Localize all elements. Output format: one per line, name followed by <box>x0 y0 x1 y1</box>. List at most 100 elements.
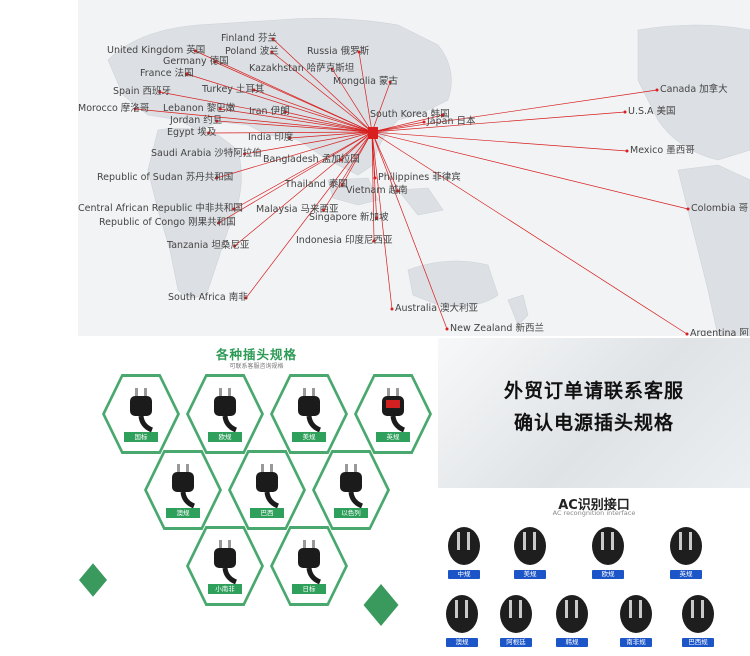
route-endpoint <box>233 244 237 248</box>
country-label: Vietnam 越南 <box>346 185 408 196</box>
plug-type-label: 以色列 <box>334 508 368 518</box>
ac-plug-label: 巴西规 <box>682 638 714 647</box>
route-line <box>371 131 399 192</box>
ac-plug-item: 韩规 <box>550 592 594 647</box>
route-endpoint <box>252 88 256 92</box>
plug-type-label: 澳规 <box>166 508 200 518</box>
ac-plug-item: 中规 <box>442 524 486 579</box>
country-label: Philippines 菲律宾 <box>378 172 461 183</box>
route-endpoint <box>271 37 275 41</box>
ac-plug-icon <box>592 527 624 565</box>
plug-type-label: 欧规 <box>208 432 242 442</box>
country-label: Australia 澳大利亚 <box>395 303 479 314</box>
route-endpoint <box>357 50 361 54</box>
route-endpoint <box>133 107 137 111</box>
ac-plug-icon <box>514 527 546 565</box>
plug-type-label: 日标 <box>292 584 326 594</box>
route-line <box>371 114 443 133</box>
route-endpoint <box>217 221 221 225</box>
route-line <box>371 131 377 219</box>
route-line <box>371 81 391 133</box>
route-endpoint <box>373 176 377 180</box>
route-line <box>186 73 373 133</box>
ac-subtitle: AC recongnition interface <box>552 509 636 517</box>
route-endpoint <box>396 189 400 193</box>
country-label: Turkey 土耳其 <box>202 84 265 95</box>
ac-plug-label: 欧规 <box>592 570 624 579</box>
route-line <box>341 131 373 186</box>
contact-line-1: 外贸订单请联系客服 <box>503 380 684 402</box>
route-line <box>371 131 688 335</box>
ac-plug-label: 南非规 <box>620 638 652 647</box>
route-endpoint <box>625 149 629 153</box>
plug-hexagon: 国标 <box>102 374 180 454</box>
power-plug-icon <box>124 386 160 436</box>
plug-type-label: 小南非 <box>208 584 242 594</box>
ac-interface-card: AC识别接口 AC recongnition interface 中规 美规 欧… <box>438 488 750 656</box>
power-plug-icon <box>292 386 328 436</box>
ac-plug-item: 欧规 <box>586 524 630 579</box>
route-line <box>323 131 373 211</box>
country-label: United Kingdom 英国 <box>107 45 206 56</box>
route-endpoint <box>288 136 292 140</box>
ac-plug-item: 巴西规 <box>676 592 720 647</box>
ac-plug-item: 美规 <box>508 524 552 579</box>
ac-plug-icon <box>670 527 702 565</box>
route-endpoint <box>215 119 219 123</box>
ac-plug-item: 南非规 <box>614 592 658 647</box>
route-line <box>245 131 373 299</box>
ac-plug-icon <box>446 595 478 633</box>
route-line <box>135 108 373 133</box>
route-line <box>371 121 425 133</box>
country-label: France 法国 <box>140 68 194 79</box>
country-label: Colombia 哥 <box>691 203 749 214</box>
country-label: Bangladesh 孟加拉国 <box>263 154 360 165</box>
ac-title: AC识别接口 <box>558 498 630 513</box>
route-line <box>208 131 373 134</box>
country-label: South Africa 南非 <box>168 292 248 303</box>
power-plug-icon <box>376 386 412 436</box>
route-endpoint <box>445 327 449 331</box>
country-label: Japan 日本 <box>427 116 476 127</box>
route-line <box>272 38 373 133</box>
route-endpoint <box>390 307 394 311</box>
route-endpoint <box>283 110 287 114</box>
route-endpoint <box>218 107 222 111</box>
route-endpoint <box>158 90 162 94</box>
country-label: Republic of Congo 刚果共和国 <box>99 217 236 228</box>
ac-plug-icon <box>500 595 532 633</box>
route-line <box>216 131 373 179</box>
route-endpoint <box>243 152 247 156</box>
plug-specs-subtitle: 可联系客服咨询规格 <box>229 363 284 370</box>
country-label: Indonesia 印度尼西亚 <box>296 235 393 246</box>
ac-plug-item: 澳规 <box>440 592 484 647</box>
ac-plug-label: 阿根廷 <box>500 638 532 647</box>
ac-plug-icon <box>556 595 588 633</box>
country-label: Argentina 阿 <box>690 328 749 336</box>
route-endpoint <box>685 332 689 336</box>
country-label: Republic of Sudan 苏丹共和国 <box>97 172 234 183</box>
power-plug-icon <box>292 538 328 588</box>
route-line <box>371 131 448 330</box>
route-endpoint <box>244 296 248 300</box>
route-endpoint <box>422 120 426 124</box>
ac-plug-label: 中规 <box>448 570 480 579</box>
country-label: Kazakhstan 哈萨克斯坦 <box>249 63 355 74</box>
route-line <box>234 131 373 247</box>
route-endpoint <box>388 80 392 84</box>
plug-hexagon: 日标 <box>270 526 348 606</box>
route-endpoint <box>270 50 274 54</box>
route-line <box>358 51 373 133</box>
route-line <box>289 131 373 139</box>
contact-panel: 外贸订单请联系客服 确认电源插头规格 AC识别接口 AC recongnitio… <box>438 338 750 656</box>
country-label: Lebanon 黎巴嫩 <box>163 103 236 114</box>
country-label: Mexico 墨西哥 <box>630 145 695 156</box>
country-label: Mongolia 蒙古 <box>333 76 398 87</box>
route-endpoint <box>185 72 189 76</box>
plug-specs-title: 各种插头规格 <box>215 347 297 362</box>
route-line <box>271 51 373 133</box>
plug-hexagon: 英规 <box>354 374 432 454</box>
country-label: Spain 西班牙 <box>113 86 172 97</box>
route-line <box>371 131 628 152</box>
